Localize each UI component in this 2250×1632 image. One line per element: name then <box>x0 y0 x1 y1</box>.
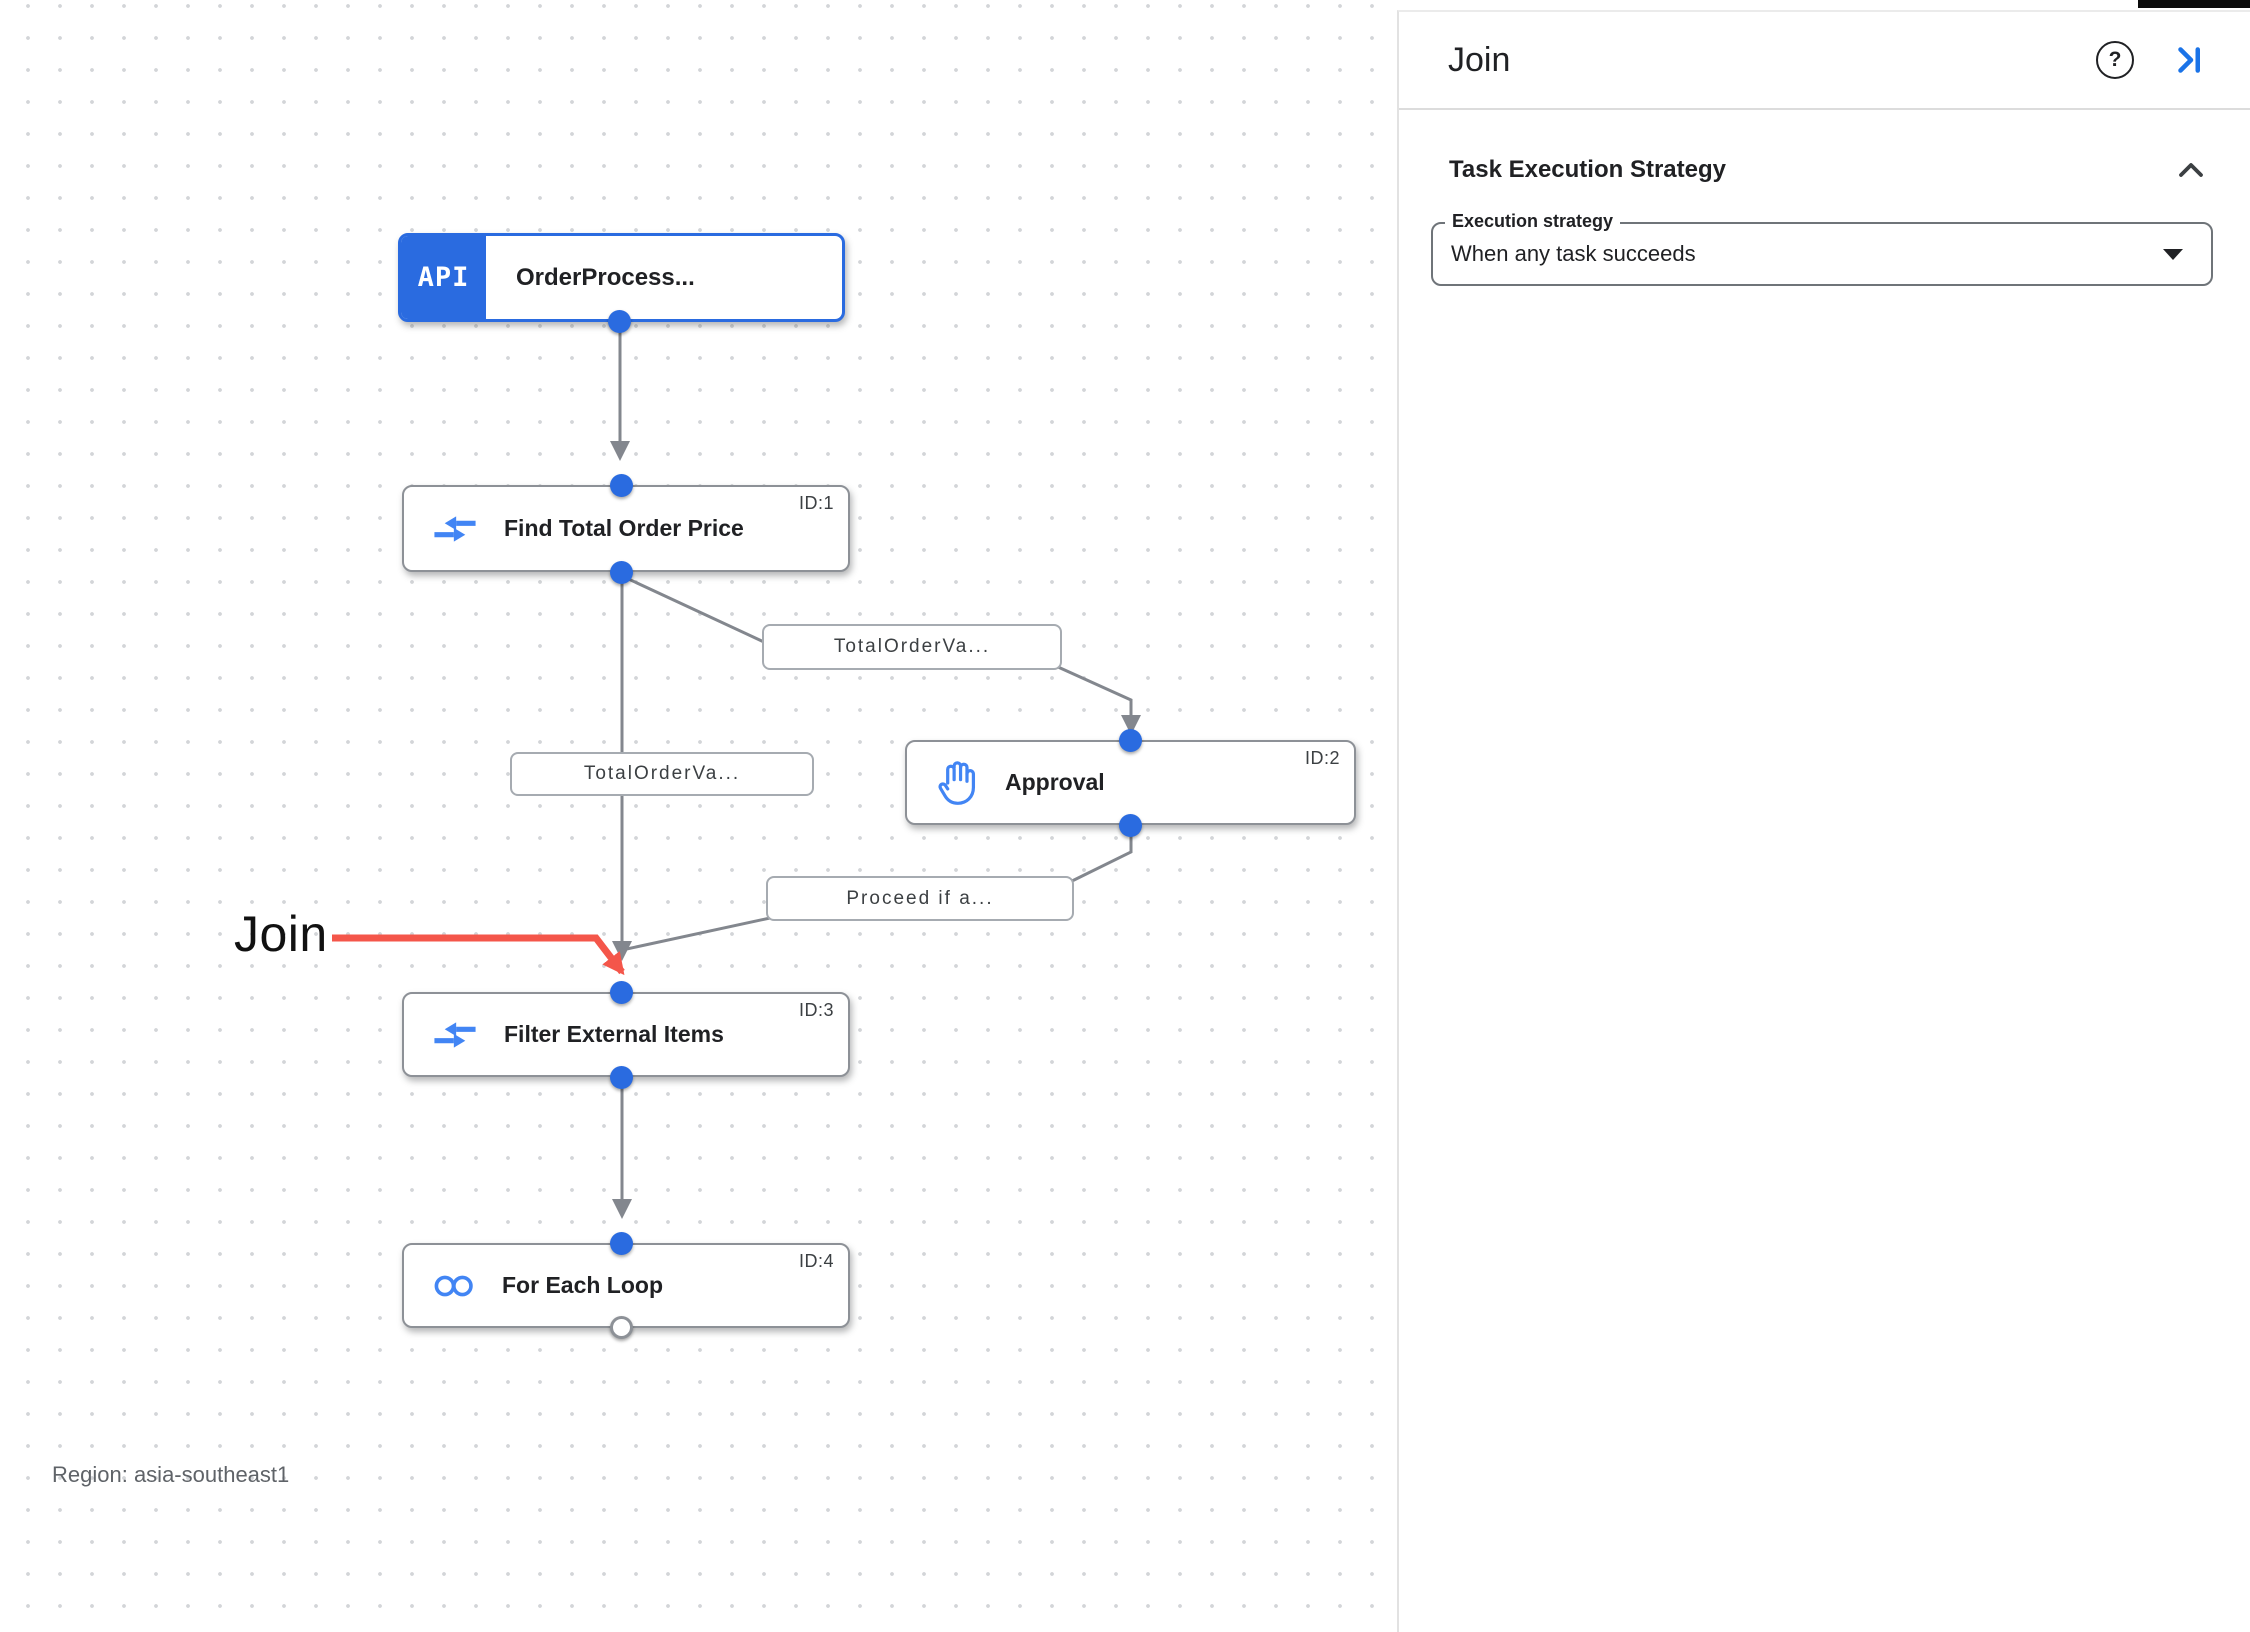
loop-icon <box>432 1272 476 1300</box>
task-node-filter-external-items[interactable]: Filter External Items ID:3 <box>402 992 850 1077</box>
hand-icon <box>935 759 979 807</box>
task-title: For Each Loop <box>502 1272 663 1298</box>
data-mapping-icon <box>432 513 478 545</box>
task-id-badge: ID:4 <box>798 1251 834 1271</box>
port-task4-out[interactable] <box>610 1316 633 1339</box>
task-node-for-each-loop[interactable]: For Each Loop ID:4 <box>402 1243 850 1328</box>
task-title: Approval <box>1005 769 1105 795</box>
region-label: Region: asia-southeast1 <box>52 1462 290 1487</box>
execution-strategy-select[interactable]: Execution strategy When any task succeed… <box>1431 211 2213 286</box>
port-task3-out[interactable] <box>610 1066 633 1089</box>
execution-strategy-label: Execution strategy <box>1445 211 1621 231</box>
edge-label-text: Proceed if a... <box>846 887 994 909</box>
help-icon[interactable]: ? <box>2096 41 2134 79</box>
port-task3-in[interactable] <box>610 981 633 1004</box>
edge-label-totalorderva-left[interactable]: TotalOrderVa... <box>510 752 814 796</box>
chevron-up-icon[interactable] <box>2176 158 2206 182</box>
panel-header: Join ? <box>1399 12 2250 110</box>
task-id-badge: ID:1 <box>798 493 834 513</box>
section-task-execution-strategy[interactable]: Task Execution Strategy <box>1449 156 2206 184</box>
task-id-badge: ID:2 <box>1304 748 1340 768</box>
port-trigger-out[interactable] <box>608 310 631 333</box>
edge-label-text: TotalOrderVa... <box>583 763 741 784</box>
task-node-find-total-order-price[interactable]: Find Total Order Price ID:1 <box>402 485 850 572</box>
task-title: Filter External Items <box>504 1021 724 1047</box>
task-id-badge: ID:3 <box>798 1000 834 1020</box>
window-edge-bar <box>2138 0 2250 8</box>
panel-title: Join <box>1448 40 1511 79</box>
port-task1-out[interactable] <box>610 561 633 584</box>
task-node-approval[interactable]: Approval ID:2 <box>905 740 1356 825</box>
join-annotation-label: Join <box>234 906 328 962</box>
task-title: Find Total Order Price <box>504 515 744 541</box>
trigger-title: OrderProcess... <box>516 263 695 291</box>
port-task2-out[interactable] <box>1119 814 1142 837</box>
collapse-panel-icon[interactable] <box>2170 42 2206 78</box>
trigger-node-orderprocess[interactable]: API OrderProcess... <box>398 233 845 322</box>
port-task2-in[interactable] <box>1119 729 1142 752</box>
port-task1-in[interactable] <box>610 474 633 497</box>
edge-label-totalorderva-right[interactable]: TotalOrderVa... <box>762 624 1062 670</box>
data-mapping-icon <box>432 1019 478 1051</box>
caret-down-icon <box>2163 248 2183 260</box>
api-trigger-icon: API <box>401 236 486 319</box>
edge-label-proceed-if[interactable]: Proceed if a... <box>766 876 1074 921</box>
execution-strategy-value: When any task succeeds <box>1451 241 1696 266</box>
config-panel: Join ? Task Execution Strategy Execution… <box>1397 10 2250 1632</box>
section-title: Task Execution Strategy <box>1449 156 1726 183</box>
panel-body: Task Execution Strategy Execution strate… <box>1399 156 2250 286</box>
port-task4-in[interactable] <box>610 1232 633 1255</box>
edge-label-text: TotalOrderVa... <box>833 636 991 657</box>
